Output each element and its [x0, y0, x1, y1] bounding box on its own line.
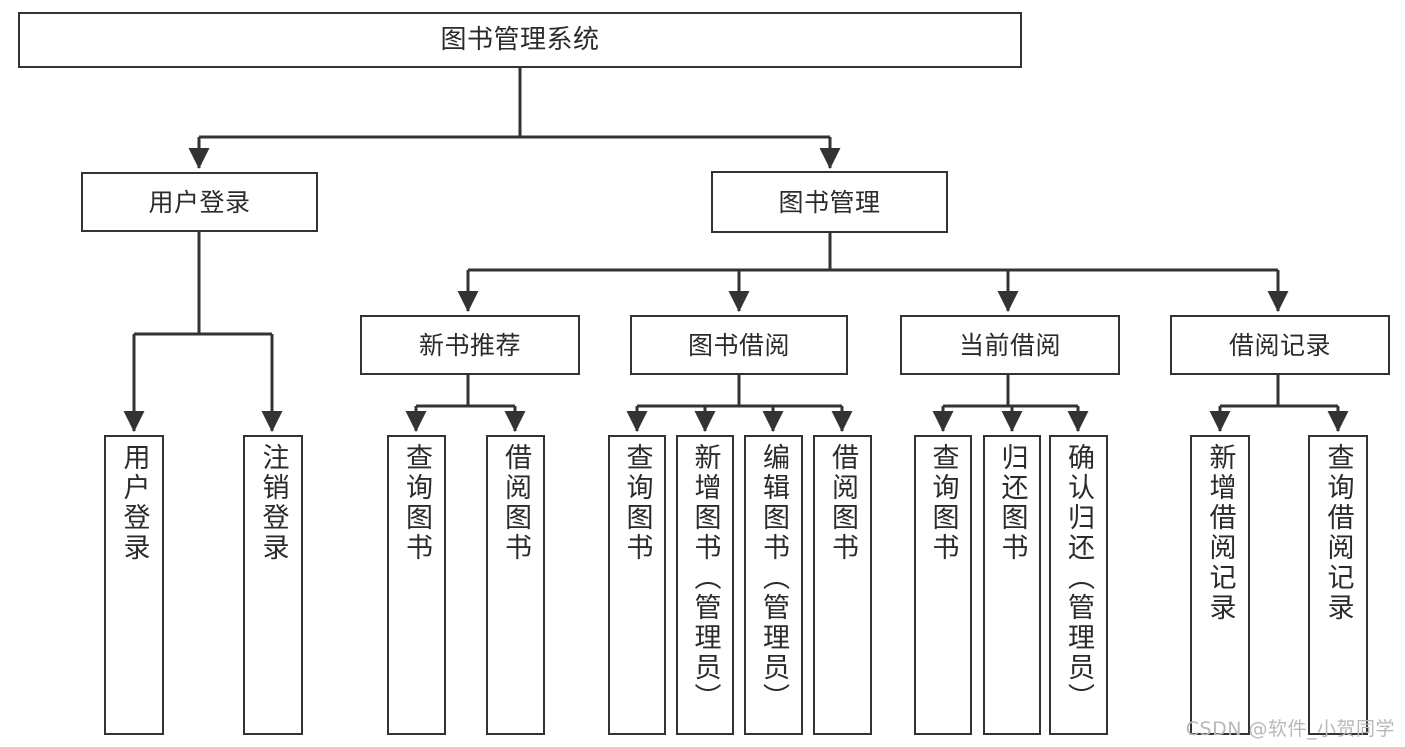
- node-leaf-add-book[interactable]: 新增图书（管理员）: [676, 435, 734, 735]
- node-leaf-logout[interactable]: 注销登录: [243, 435, 303, 735]
- node-leaf-add-record[interactable]: 新增借阅记录: [1190, 435, 1250, 735]
- node-leaf-user-login[interactable]: 用户登录: [104, 435, 164, 735]
- node-leaf-query-book-2[interactable]: 查询图书: [608, 435, 666, 735]
- node-leaf-query-book-2-label: 查询图书: [621, 443, 653, 563]
- node-leaf-return-book[interactable]: 归还图书: [983, 435, 1041, 735]
- node-leaf-logout-label: 注销登录: [257, 443, 289, 563]
- node-user-login[interactable]: 用户登录: [81, 172, 318, 232]
- node-leaf-query-book-1-label: 查询图书: [401, 443, 432, 563]
- watermark-text: CSDN @软件_小贺同学: [1185, 718, 1395, 740]
- node-leaf-user-login-label: 用户登录: [118, 443, 150, 563]
- node-leaf-query-book-3-label: 查询图书: [927, 443, 959, 563]
- node-leaf-query-record[interactable]: 查询借阅记录: [1308, 435, 1368, 735]
- node-new-book-recommend[interactable]: 新书推荐: [360, 315, 580, 375]
- node-leaf-confirm-return-label: 确认归还（管理员）: [1063, 443, 1094, 713]
- node-leaf-edit-book[interactable]: 编辑图书（管理员）: [744, 435, 803, 735]
- node-current-borrow[interactable]: 当前借阅: [900, 315, 1120, 375]
- node-book-manage-label: 图书管理: [778, 187, 881, 217]
- node-leaf-borrow-book-2-label: 借阅图书: [827, 443, 858, 563]
- node-leaf-edit-book-label: 编辑图书（管理员）: [758, 443, 789, 713]
- node-current-borrow-label: 当前借阅: [958, 330, 1061, 360]
- node-book-borrow-label: 图书借阅: [687, 330, 790, 360]
- node-borrow-record[interactable]: 借阅记录: [1170, 315, 1390, 375]
- node-leaf-query-record-label: 查询借阅记录: [1322, 443, 1354, 623]
- node-user-login-label: 用户登录: [148, 187, 251, 217]
- node-leaf-return-book-label: 归还图书: [996, 443, 1028, 563]
- node-new-book-recommend-label: 新书推荐: [418, 330, 521, 360]
- node-leaf-borrow-book-2[interactable]: 借阅图书: [813, 435, 872, 735]
- node-leaf-borrow-book-1[interactable]: 借阅图书: [486, 435, 545, 735]
- node-borrow-record-label: 借阅记录: [1228, 330, 1331, 360]
- node-root-label: 图书管理系统: [440, 24, 600, 55]
- node-book-borrow[interactable]: 图书借阅: [630, 315, 848, 375]
- node-leaf-confirm-return[interactable]: 确认归还（管理员）: [1049, 435, 1108, 735]
- node-root[interactable]: 图书管理系统: [18, 12, 1022, 68]
- node-leaf-borrow-book-1-label: 借阅图书: [500, 443, 531, 563]
- node-book-manage[interactable]: 图书管理: [711, 171, 948, 233]
- node-leaf-add-record-label: 新增借阅记录: [1204, 443, 1236, 623]
- node-leaf-add-book-label: 新增图书（管理员）: [689, 443, 721, 713]
- node-leaf-query-book-1[interactable]: 查询图书: [387, 435, 446, 735]
- node-leaf-query-book-3[interactable]: 查询图书: [914, 435, 972, 735]
